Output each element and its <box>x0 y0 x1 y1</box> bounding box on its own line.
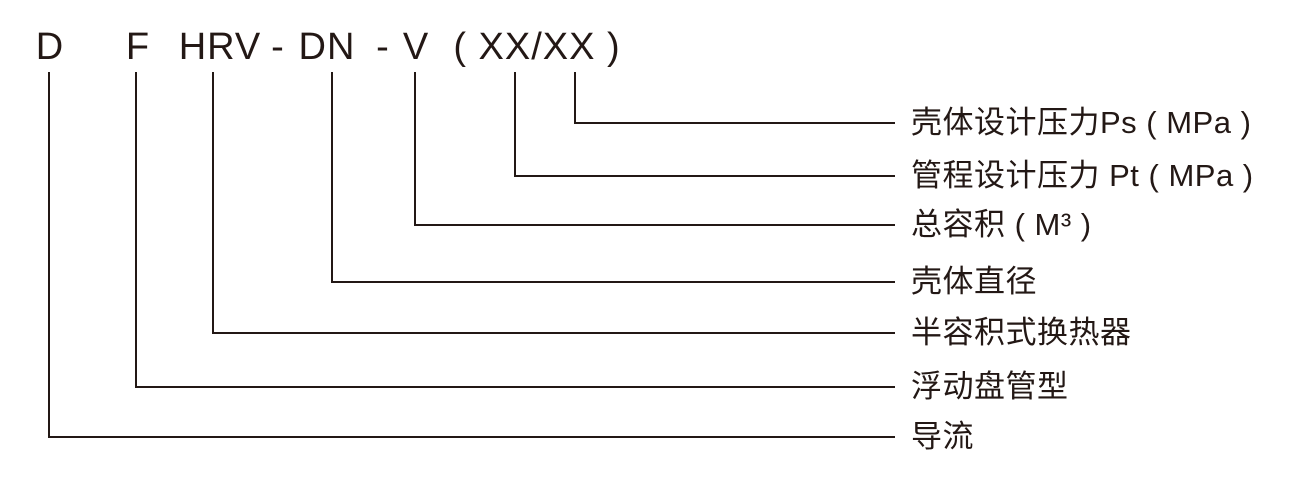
code-token-dn: DN <box>298 26 356 68</box>
code-token-dash-1: - <box>271 26 285 68</box>
label-shell-design-pressure: 壳体设计压力Ps ( MPa ) <box>911 105 1252 140</box>
leader-hrv-horizontal <box>212 332 895 334</box>
leader-diameter-horizontal <box>331 281 895 283</box>
leader-ps-vertical <box>574 72 576 124</box>
label-total-volume: 总容积 ( M³ ) <box>911 207 1092 242</box>
code-token-d: D <box>35 26 65 68</box>
leader-volume-horizontal <box>414 224 895 226</box>
leader-diameter-vertical <box>331 72 333 283</box>
leader-f-vertical <box>135 72 137 388</box>
code-token-hrv: HRV <box>178 26 262 68</box>
leader-hrv-vertical <box>212 72 214 334</box>
leader-ps-horizontal <box>574 122 895 124</box>
label-shell-diameter: 壳体直径 <box>911 264 1037 299</box>
label-semi-volumetric-heat-exchanger: 半容积式换热器 <box>911 315 1132 350</box>
code-token-f: F <box>125 26 151 68</box>
code-token-pressures: ( XX/XX ) <box>453 26 621 68</box>
label-floating-coil-type: 浮动盘管型 <box>911 369 1069 404</box>
code-token-v: V <box>402 26 430 68</box>
leader-d-horizontal <box>48 436 895 438</box>
label-flow-guide: 导流 <box>911 419 974 454</box>
label-tube-design-pressure: 管程设计压力 Pt ( MPa ) <box>911 158 1254 193</box>
leader-f-horizontal <box>135 386 895 388</box>
leader-volume-vertical <box>414 72 416 226</box>
leader-pt-horizontal <box>514 175 895 177</box>
leader-pt-vertical <box>514 72 516 177</box>
leader-d-vertical <box>48 72 50 438</box>
code-token-dash-2: - <box>376 26 390 68</box>
